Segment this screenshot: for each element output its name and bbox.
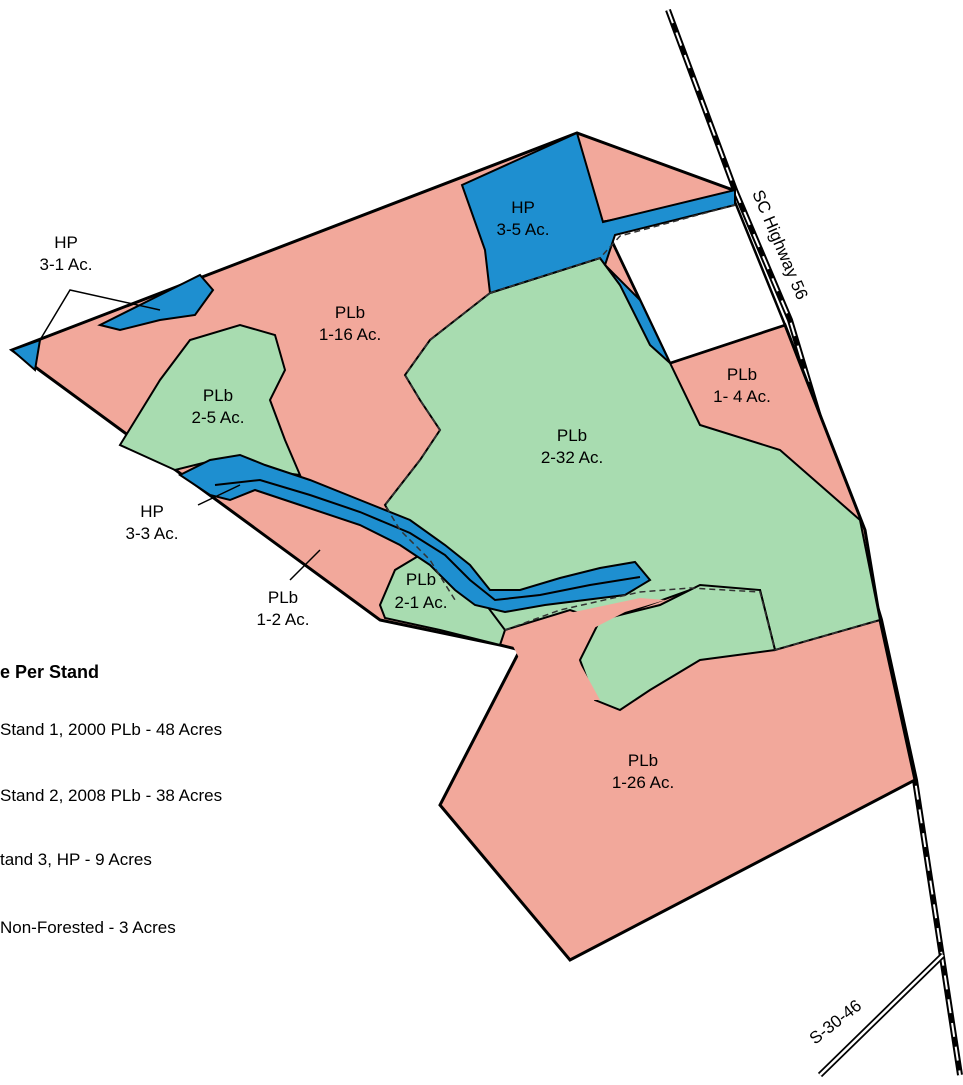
dashed-boundary	[489, 204, 736, 294]
secondary-road-line	[817, 952, 946, 1078]
label-plb-2-5-name: PLb	[203, 386, 233, 405]
stand-hp-3-5	[460, 131, 736, 364]
label-hp-3-3-acres: 3-3 Ac.	[126, 524, 179, 543]
leader-line-hp-3-3	[197, 484, 241, 506]
stand-plb-2-1	[378, 553, 507, 647]
label-hp-3-1-name: HP	[54, 233, 78, 252]
dashed-boundary-2	[384, 292, 491, 601]
stand-hp-3-1-tip	[10, 338, 42, 372]
label-plb-2-32-name: PLb	[557, 426, 587, 445]
label-hp-3-5-acres: 3-5 Ac.	[497, 220, 550, 239]
label-plb-1-4-acres: 1- 4 Ac.	[713, 387, 771, 406]
legend-item-stand-1: Stand 1, 2000 PLb - 48 Acres	[0, 720, 223, 739]
legend-item-stand-2: Stand 2, 2008 PLb - 38 Acres	[0, 786, 223, 805]
dashed-boundary-3	[504, 587, 881, 651]
label-plb-2-1-name: PLb	[406, 570, 436, 589]
label-plb-2-32-acres: 2-32 Ac.	[541, 448, 603, 467]
label-plb-1-26-acres: 1-26 Ac.	[612, 773, 674, 792]
stand-hp-3-1	[97, 273, 215, 332]
label-plb-1-2-name: PLb	[268, 588, 298, 607]
leader-line-hp-3-1	[39, 289, 161, 341]
stream-line	[214, 478, 641, 602]
stand-plb-1-26-tongue	[510, 598, 665, 700]
legend-item-stand-3: tand 3, HP - 9 Acres	[0, 850, 152, 869]
label-plb-1-16-acres: 1-16 Ac.	[319, 325, 381, 344]
label-plb-1-2-acres: 1-2 Ac.	[257, 610, 310, 629]
label-hp-3-1-acres: 3-1 Ac.	[40, 255, 93, 274]
label-hp-3-5-name: HP	[511, 198, 535, 217]
label-plb-2-1-acres: 2-1 Ac.	[395, 593, 448, 612]
stand-hp-3-3	[178, 453, 652, 614]
label-hp-3-3-name: HP	[140, 502, 164, 521]
legend-title: e Per Stand	[0, 662, 100, 682]
label-plb-2-5-acres: 2-5 Ac.	[192, 408, 245, 427]
legend-item-non-forested: Non-Forested - 3 Acres	[0, 918, 176, 937]
leader-line-plb-1-2	[289, 549, 321, 581]
label-plb-1-4-name: PLb	[727, 365, 757, 384]
label-plb-1-26-name: PLb	[628, 751, 658, 770]
label-plb-1-16-name: PLb	[335, 303, 365, 322]
